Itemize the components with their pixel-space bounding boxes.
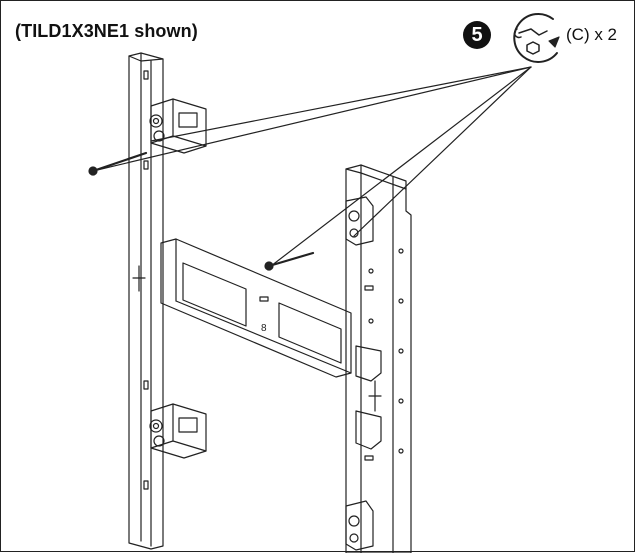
lower-right-bracket — [345, 500, 374, 551]
horizontal-crossbar — [160, 238, 352, 378]
leader-line — [150, 66, 532, 142]
lower-left-bracket — [149, 403, 207, 459]
quantity-label: (C) x 2 — [566, 25, 617, 44]
leader-line — [353, 66, 532, 237]
upper-left-bracket — [149, 98, 207, 154]
bracket-label: 8 — [261, 323, 267, 334]
wrench-rotate-icon — [513, 12, 560, 63]
upper-right-bracket — [345, 196, 374, 246]
screw-right — [264, 251, 315, 271]
leader-line — [270, 66, 532, 267]
model-caption: (TILD1X3NE1 shown) — [15, 21, 198, 41]
leader-line — [92, 66, 532, 172]
left-vertical-rail — [128, 52, 164, 550]
screw-left — [88, 151, 148, 176]
step-number-badge: 5 — [463, 21, 491, 49]
right-vertical-rail — [345, 164, 412, 553]
